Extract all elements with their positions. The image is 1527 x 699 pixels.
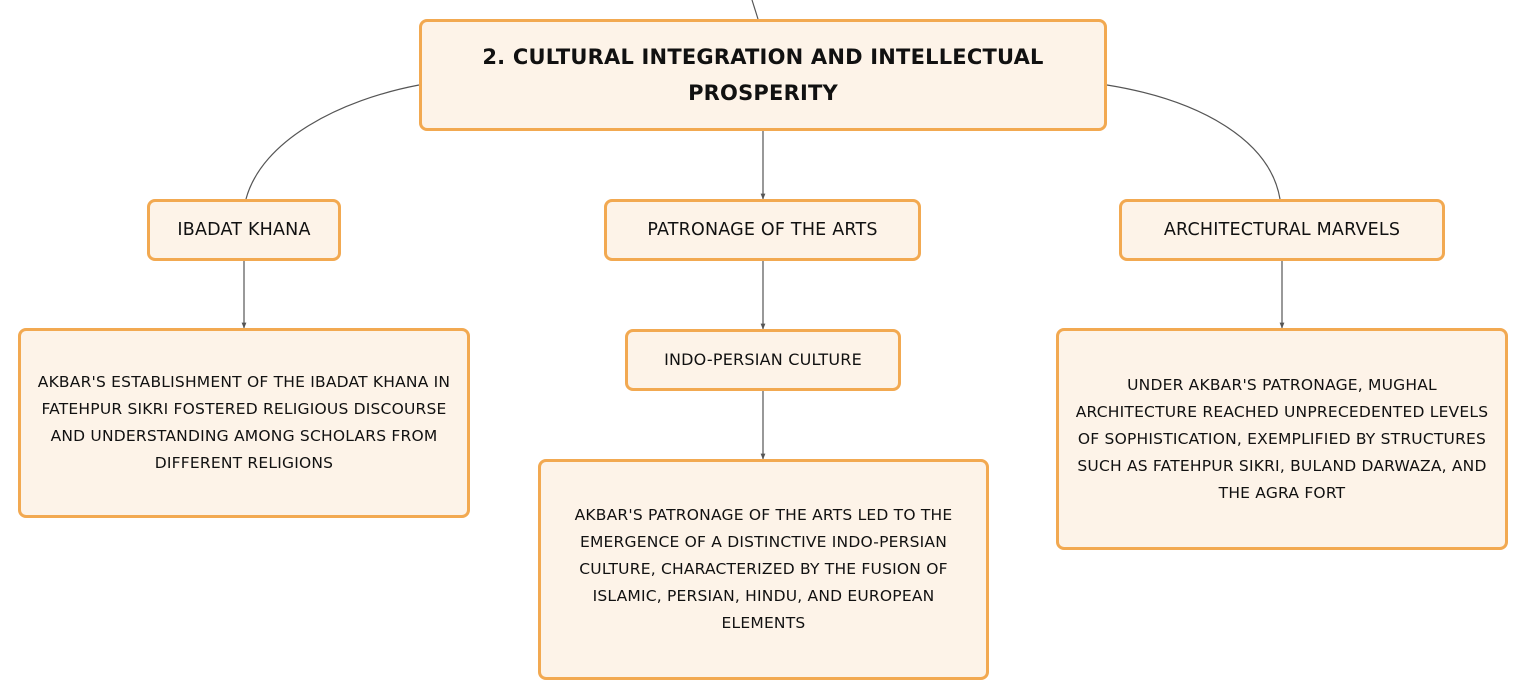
patronage-of-arts-node[interactable]: PATRONAGE OF THE ARTS (604, 199, 921, 261)
architectural-marvels-label: ARCHITECTURAL MARVELS (1163, 220, 1401, 240)
root-node-label: 2. CULTURAL INTEGRATION AND INTELLECTUAL… (482, 45, 1044, 105)
patronage-of-arts-label: PATRONAGE OF THE ARTS (647, 220, 878, 240)
indo-persian-description-node[interactable]: AKBAR'S PATRONAGE OF THE ARTS LED TO THE… (538, 459, 989, 680)
ibadat-khana-label: IBADAT KHANA (177, 220, 311, 240)
architectural-marvels-description: UNDER AKBAR'S PATRONAGE, MUGHAL ARCHITEC… (1075, 375, 1489, 502)
connector-root-arch (1106, 84, 1281, 200)
connector-from-parent (751, 0, 759, 20)
architectural-marvels-node[interactable]: ARCHITECTURAL MARVELS (1119, 199, 1445, 261)
ibadat-khana-description-node[interactable]: AKBAR'S ESTABLISHMENT OF THE IBADAT KHAN… (18, 328, 470, 518)
root-node[interactable]: 2. CULTURAL INTEGRATION AND INTELLECTUAL… (419, 19, 1107, 131)
indo-persian-description: AKBAR'S PATRONAGE OF THE ARTS LED TO THE… (574, 506, 953, 632)
indo-persian-culture-label: INDO-PERSIAN CULTURE (664, 350, 862, 369)
ibadat-khana-description: AKBAR'S ESTABLISHMENT OF THE IBADAT KHAN… (37, 373, 451, 472)
connector-root-ibadat (245, 84, 420, 200)
architectural-marvels-description-node[interactable]: UNDER AKBAR'S PATRONAGE, MUGHAL ARCHITEC… (1056, 328, 1508, 550)
indo-persian-culture-node[interactable]: INDO-PERSIAN CULTURE (625, 329, 901, 391)
ibadat-khana-node[interactable]: IBADAT KHANA (147, 199, 341, 261)
